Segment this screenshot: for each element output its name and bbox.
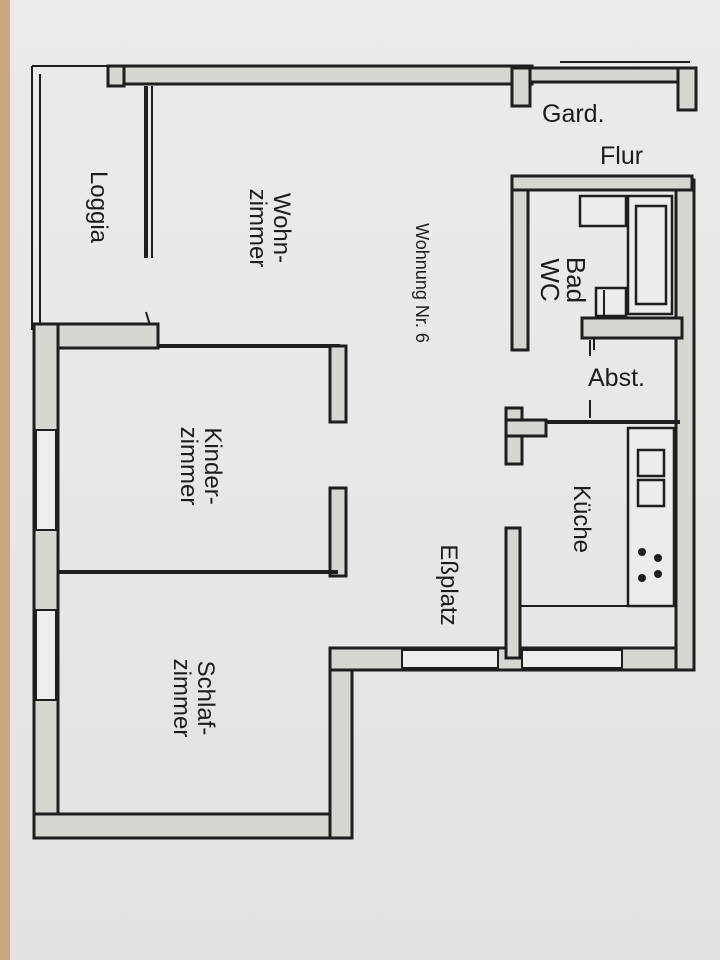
wall-right-top [110, 64, 534, 86]
wall-kinder-door-stub-top [328, 344, 348, 424]
label-abst: Abst. [588, 364, 645, 392]
wall-bad-top [510, 174, 694, 192]
label-wohnung-nr: Wohnung Nr. 6 [412, 223, 432, 343]
sink [578, 194, 628, 228]
label-schlafzimmer: Schlaf- zimmer [168, 658, 219, 738]
bathtub-inner [634, 204, 668, 306]
label-bad-wc: Bad WC [535, 256, 591, 304]
hob-1 [638, 548, 646, 556]
wall-stub-entrance-left [510, 66, 532, 108]
hob-2 [654, 554, 662, 562]
wall-stub-entrance-right [676, 66, 698, 112]
hob-4 [654, 570, 662, 578]
window-schlafzimmer [35, 609, 57, 701]
wall-bottom [32, 812, 354, 840]
window-kinderzimmer [35, 429, 57, 531]
label-kueche: Küche [568, 484, 595, 554]
paper-sheet [10, 0, 720, 960]
label-essplatz: Eßplatz [435, 544, 462, 626]
wall-right-top-entrance [526, 66, 695, 84]
hob-3 [638, 574, 646, 582]
window-essplatz [401, 649, 499, 669]
wall-bad-left [510, 174, 530, 352]
wall-right-exterior [674, 178, 696, 672]
loggia-post [106, 64, 126, 88]
wall-kinder-door-stub-bottom [328, 486, 348, 578]
toilet [594, 286, 628, 318]
wall-essplatz-kueche [504, 526, 522, 660]
label-loggia: Loggia [85, 170, 112, 244]
label-kinderzimmer: Kinder- zimmer [175, 426, 226, 506]
kitchen-sink-bowl-2 [636, 478, 666, 508]
label-gard: Gard. [542, 100, 605, 128]
wall-left-exterior [32, 322, 60, 836]
wall-kueche-corner [504, 418, 548, 438]
window-kueche [521, 649, 623, 669]
label-flur: Flur [600, 142, 644, 170]
wall-bad-bottom [580, 316, 684, 340]
wall-bottom-right-return [328, 648, 354, 840]
kitchen-sink-bowl-1 [636, 448, 666, 478]
label-wohnzimmer: Wohn- zimmer [244, 188, 295, 268]
